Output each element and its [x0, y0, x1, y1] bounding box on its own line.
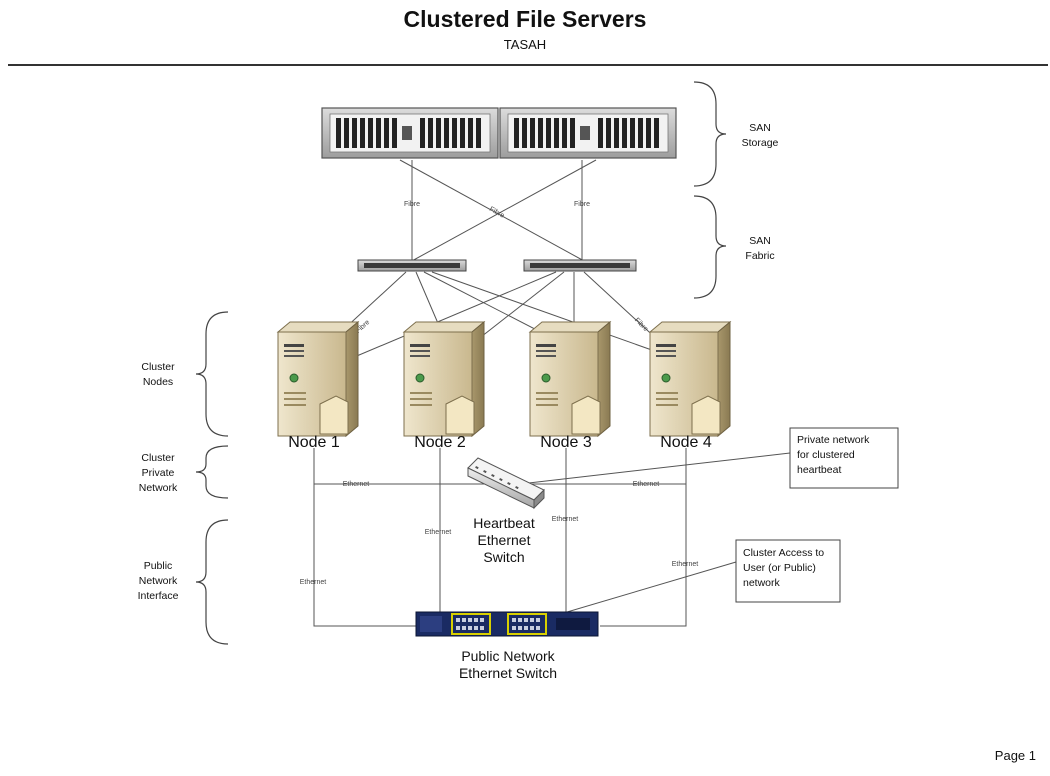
- callout-private-line-2: for clustered: [797, 449, 855, 461]
- link-label-ethernet-node3-public: Ethernet: [552, 516, 579, 523]
- fibre-link-fabric2-node1: [351, 271, 557, 359]
- bracket-label-san-storage-1: SAN: [749, 122, 771, 134]
- san-storage-array-1: [321, 107, 499, 159]
- server-node-3: [529, 321, 611, 437]
- bracket-san-fabric: [693, 195, 727, 299]
- callout-leader-private: [519, 452, 791, 485]
- bracket-label-cluster-nodes-1: Cluster: [141, 361, 175, 373]
- bracket-label-public-network-1: Public: [144, 560, 173, 572]
- title-divider: [8, 64, 1048, 66]
- ethernet-link-node4-public: [600, 484, 687, 627]
- fibre-link-fabric1-node4: [431, 271, 681, 361]
- server-node-2: [403, 321, 485, 437]
- link-label-ethernet-node4-private: Ethernet: [633, 481, 660, 488]
- page-subtitle: TASAH: [503, 37, 547, 52]
- ethernet-link-node4-heartbeat: [520, 448, 687, 485]
- link-label-ethernet-node1-private: Ethernet: [343, 481, 370, 488]
- link-label-fibre-left: Fibre: [404, 201, 420, 208]
- server-node-1: [277, 321, 359, 437]
- bracket-label-cluster-private-2: Private: [142, 467, 175, 479]
- bracket-public-network-interface: [195, 519, 229, 645]
- bracket-label-cluster-private-3: Network: [139, 482, 178, 494]
- public-switch-label-1: Public Network: [461, 648, 555, 664]
- callout-public-line-2: User (or Public): [743, 562, 816, 574]
- node-label-1: Node 1: [288, 434, 340, 451]
- heartbeat-switch-label-2: Ethernet: [478, 532, 531, 548]
- bracket-label-san-fabric-2: Fabric: [745, 250, 774, 262]
- san-fabric-switch-2: [523, 259, 637, 272]
- link-label-ethernet-node2-public: Ethernet: [425, 529, 452, 536]
- link-label-ethernet-node4-public: Ethernet: [672, 561, 699, 568]
- bracket-cluster-nodes: [195, 311, 229, 437]
- san-fabric-switch-1: [357, 259, 467, 272]
- callout-private-network: Private network for clustered heartbeat: [789, 427, 899, 489]
- fibre-link-fabric2-node2: [471, 271, 565, 345]
- callout-private-line-1: Private network: [797, 434, 870, 446]
- fibre-link-fabric2-node4: [583, 271, 661, 343]
- bracket-label-public-network-2: Network: [139, 575, 178, 587]
- callout-public-network: Cluster Access to User (or Public) netwo…: [735, 539, 841, 603]
- public-network-ethernet-switch: [415, 611, 599, 637]
- heartbeat-switch-label-3: Switch: [483, 549, 524, 565]
- node-label-2: Node 2: [414, 434, 466, 451]
- bracket-cluster-private-network: [195, 445, 229, 499]
- server-node-4: [649, 321, 731, 437]
- node-label-4: Node 4: [660, 434, 712, 451]
- san-storage-array-2: [499, 107, 677, 159]
- bracket-label-cluster-private-1: Cluster: [141, 452, 175, 464]
- connection-lines: [313, 159, 791, 627]
- heartbeat-ethernet-switch: [467, 457, 545, 510]
- link-label-fibre-right: Fibre: [574, 201, 590, 208]
- ethernet-link-node3-heartbeat: [520, 448, 567, 485]
- page-number: Page 1: [994, 748, 1036, 763]
- public-switch-label-2: Ethernet Switch: [459, 665, 557, 681]
- bracket-san-storage: [693, 81, 727, 187]
- callout-public-line-1: Cluster Access to: [743, 547, 824, 559]
- callout-leader-public: [539, 561, 737, 621]
- bracket-label-public-network-3: Interface: [138, 590, 179, 602]
- link-label-ethernet-node1-public: Ethernet: [300, 579, 327, 586]
- bracket-label-san-fabric-1: SAN: [749, 235, 771, 247]
- bracket-label-san-storage-2: Storage: [742, 137, 779, 149]
- fibre-link-storage2-fabric1: [409, 159, 597, 263]
- ethernet-link-node1-public: [313, 484, 420, 627]
- fibre-link-storage1-fabric2: [399, 159, 587, 263]
- callout-private-line-3: heartbeat: [797, 464, 841, 476]
- link-label-fibre-node4: Fibre: [633, 317, 649, 333]
- bracket-label-cluster-nodes-2: Nodes: [143, 376, 173, 388]
- heartbeat-switch-label-1: Heartbeat: [473, 515, 535, 531]
- callout-public-line-3: network: [743, 577, 781, 589]
- node-label-3: Node 3: [540, 434, 592, 451]
- page-title: Clustered File Servers: [403, 6, 647, 32]
